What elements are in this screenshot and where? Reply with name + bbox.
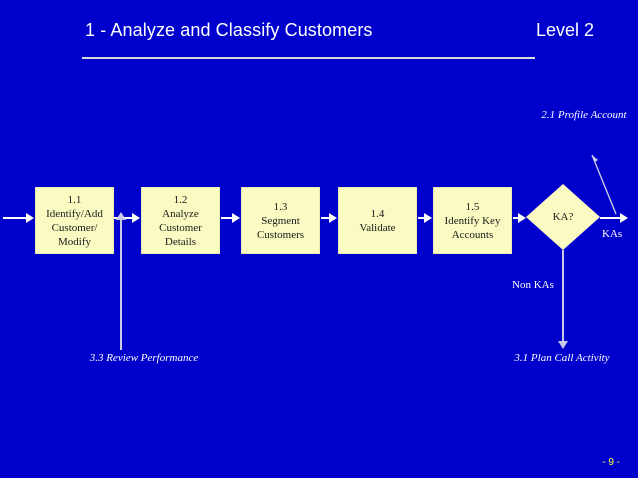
process-1-5-line-1: Identify Key <box>444 214 501 227</box>
connector-decision-to-kas <box>600 217 622 219</box>
connector-1-2-to-1-3 <box>221 217 233 219</box>
process-1-2-id: 1.2 <box>173 193 188 206</box>
process-1-1-id: 1.1 <box>67 193 82 206</box>
connector-1-5-to-decision-arrow <box>518 213 526 223</box>
connector-3-3-to-flow-arrow <box>116 212 126 220</box>
process-1-2-line-2: Customer <box>159 221 202 234</box>
connector-3-3-to-flow <box>120 220 122 350</box>
process-1-3-line-2: Customers <box>256 228 305 241</box>
offpage-ref-2-1-id: 2.1 <box>541 109 556 121</box>
connector-decision-to-kas-arrow <box>620 213 628 223</box>
offpage-ref-3-3-line-1: Review <box>106 352 139 364</box>
connector-1-5-to-decision <box>513 217 519 219</box>
process-1-2-line-1: Analyze <box>162 207 199 220</box>
offpage-ref-2-1-name: Profile Account <box>557 109 627 121</box>
connector-input-to-1-1 <box>3 217 27 219</box>
flow-label-kas: KAs <box>602 228 623 240</box>
decision-diamond-ka[interactable]: KA? <box>526 184 600 250</box>
offpage-ref-3-1: 3.1 Plan Call Activity <box>503 351 621 365</box>
connector-1-3-to-1-4 <box>321 217 330 219</box>
process-box-1-4[interactable]: 1.4 Validate <box>338 187 417 254</box>
offpage-ref-3-3: 3.3 Review Performance <box>85 351 203 365</box>
connector-1-4-to-1-5 <box>418 217 425 219</box>
connector-1-2-to-1-3-arrow <box>232 213 240 223</box>
slide-level-label: Level 2 <box>535 20 594 40</box>
connector-1-3-to-1-4-arrow <box>329 213 337 223</box>
connector-1-1-to-1-2-arrow <box>132 213 140 223</box>
offpage-ref-3-3-line-2: Performance <box>140 352 199 364</box>
page-number: - 9 - <box>602 457 620 468</box>
header-divider <box>82 57 535 59</box>
process-1-2-line-3: Details <box>164 235 197 248</box>
process-1-5-id: 1.5 <box>465 200 480 213</box>
connector-decision-to-3-1-arrow <box>558 341 568 349</box>
connector-1-4-to-1-5-arrow <box>424 213 432 223</box>
process-box-1-3[interactable]: 1.3 Segment Customers <box>241 187 320 254</box>
process-box-1-5[interactable]: 1.5 Identify Key Accounts <box>433 187 512 254</box>
offpage-ref-3-3-id: 3.3 <box>89 352 104 364</box>
offpage-ref-3-1-line-2: Activity <box>575 352 610 364</box>
connector-decision-to-3-1 <box>562 250 564 343</box>
process-1-1-line-2: Customer/ <box>51 221 98 234</box>
offpage-ref-3-1-line-1: Plan Call <box>530 352 574 364</box>
decision-diamond-label: KA? <box>552 211 574 223</box>
connector-input-to-1-1-arrow <box>26 213 34 223</box>
offpage-ref-3-1-id: 3.1 <box>514 352 529 364</box>
process-1-3-id: 1.3 <box>273 200 288 213</box>
process-box-1-1[interactable]: 1.1 Identify/Add Customer/ Modify <box>35 187 114 254</box>
process-box-1-2[interactable]: 1.2 Analyze Customer Details <box>141 187 220 254</box>
process-1-1-line-3: Modify <box>58 235 91 248</box>
process-1-5-line-2: Accounts <box>451 228 494 241</box>
process-1-4-id: 1.4 <box>370 207 385 220</box>
process-1-4-line-1: Validate <box>359 221 396 234</box>
process-1-1-line-1: Identify/Add <box>46 207 103 220</box>
offpage-ref-2-1: 2.1 Profile Account <box>524 108 638 122</box>
process-1-3-line-1: Segment <box>261 214 300 227</box>
flow-label-non-kas: Non KAs <box>512 279 554 291</box>
page-title: 1 - Analyze and Classify Customers <box>85 20 373 40</box>
